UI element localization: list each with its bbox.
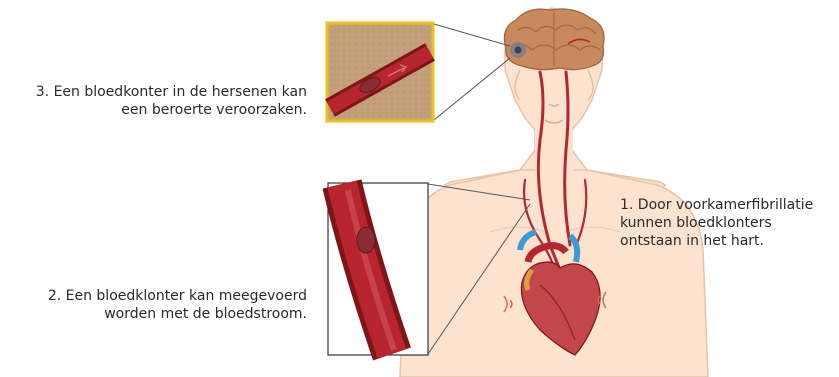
label-fibrillation-line1: 1. Door voorkamerfibrillatie <box>620 196 835 214</box>
label-atrial-fibrillation: 1. Door voorkamerfibrillatie kunnen bloe… <box>620 196 835 250</box>
label-fibrillation-line2: kunnen bloedklonters <box>620 214 835 232</box>
brain-illustration <box>504 9 604 70</box>
label-bloodstream-line2: worden met de bloedstroom. <box>0 305 307 323</box>
label-fibrillation-line3: ontstaan in het hart. <box>620 232 835 250</box>
clot-in-bloodstream <box>357 227 375 253</box>
label-stroke-line1: 3. Een bloedkonter in de hersenen kan <box>0 83 307 101</box>
inset-brain-vessel <box>327 23 433 121</box>
zoom-lines-brain <box>434 24 510 120</box>
label-clot-in-bloodstream: 2. Een bloedklonter kan meegevoerd worde… <box>0 287 307 323</box>
label-stroke-line2: een beroerte veroorzaken. <box>0 101 307 119</box>
label-bloodstream-line1: 2. Een bloedklonter kan meegevoerd <box>0 287 307 305</box>
label-stroke-in-brain: 3. Een bloedkonter in de hersenen kan ee… <box>0 83 307 119</box>
inset-bloodstream-vessel <box>328 183 428 355</box>
